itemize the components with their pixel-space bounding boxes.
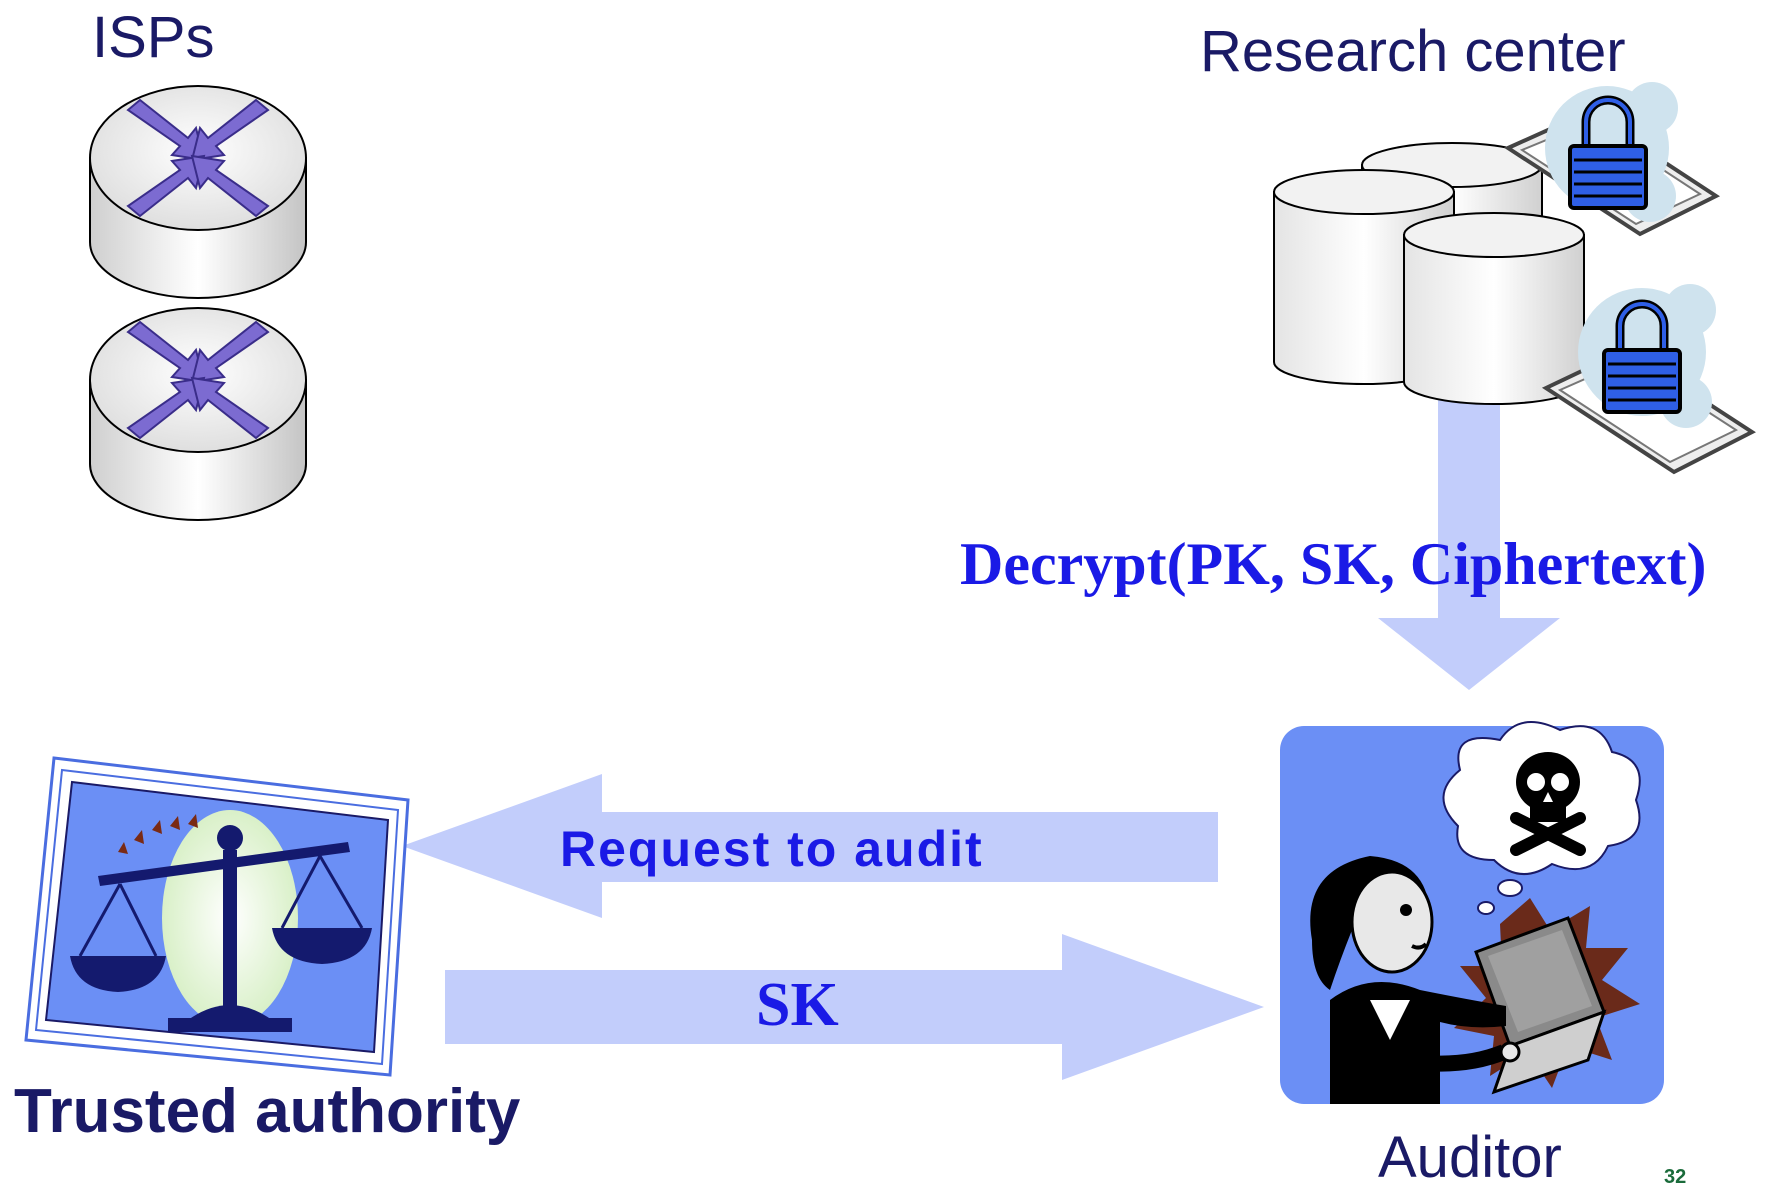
router-icon-bottom (89, 307, 307, 521)
database-icon (1273, 142, 1585, 405)
decrypt-formula-label: Decrypt(PK, SK, Ciphertext) (960, 531, 1707, 597)
isps-label: ISPs (92, 5, 215, 70)
router-icon-top (89, 85, 307, 299)
page-number: 32 (1664, 1166, 1687, 1185)
auditor-label: Auditor (1378, 1125, 1562, 1185)
woman-with-laptop-icon (1280, 721, 1664, 1104)
decrypt-flow-arrow (1378, 380, 1560, 690)
skull-crossbones-icon (1442, 721, 1641, 915)
padlock-icon-bottom (1602, 299, 1682, 414)
sk-label: SK (756, 971, 839, 1039)
scales-of-justice-icon (24, 756, 410, 1077)
padlock-icon-top (1568, 95, 1648, 210)
sk-arrow (445, 934, 1264, 1080)
request-to-audit-label: Request to audit (560, 821, 984, 877)
request-arrow (402, 774, 1218, 918)
research-center-label: Research center (1200, 19, 1626, 84)
trusted-authority-label: Trusted authority (14, 1077, 521, 1146)
